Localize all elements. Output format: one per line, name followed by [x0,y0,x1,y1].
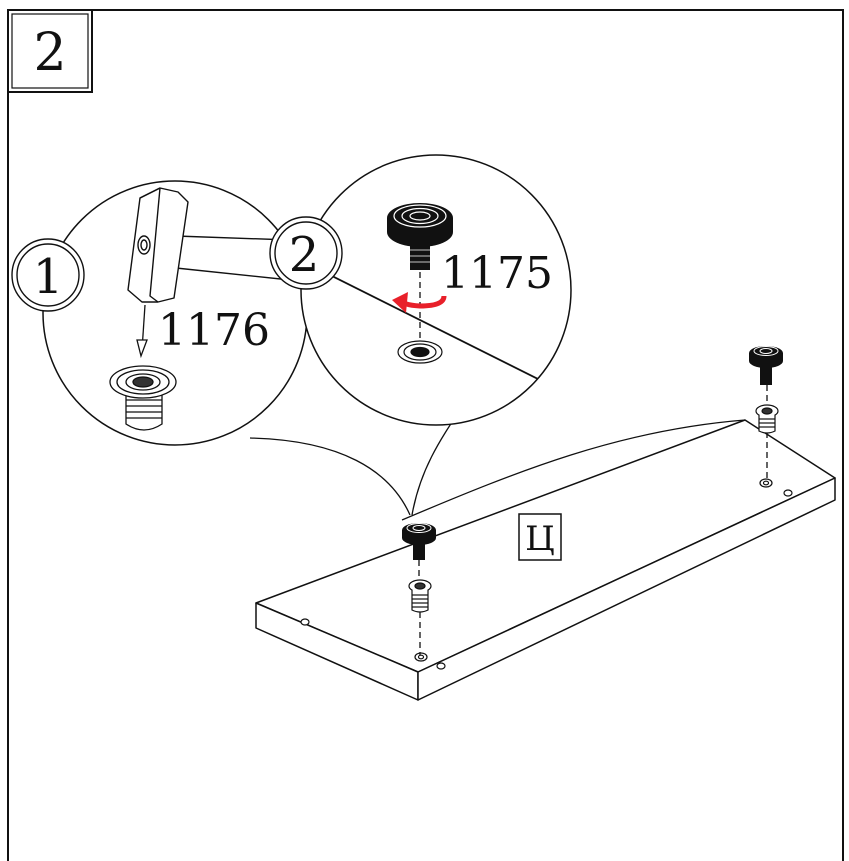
detail-circle-2: 2 1175 [269,154,572,426]
page-frame [7,9,844,861]
step-number: 2 [33,23,66,83]
hammer-icon [127,187,291,303]
threaded-insert-icon [408,579,432,613]
rotate-arrow-icon [392,292,447,313]
leveling-foot-icon [402,523,436,560]
detail-leader-lines [249,409,461,516]
leveling-foot-icon [749,346,783,385]
leveling-foot-icon [387,203,453,270]
detail-number-2: 2 [289,227,320,283]
threaded-insert-icon [755,404,779,434]
assembly-dashed-lines [418,385,768,655]
down-arrow [136,304,148,359]
threaded-insert-icon [397,340,443,364]
detail-circle-1: 1 1176 [11,180,308,446]
panel-label: Ц [525,519,555,559]
part-number-1175: 1175 [441,248,553,299]
detail-number-1: 1 [33,249,64,305]
panel-edge-line [301,259,571,401]
part-number-1176: 1176 [158,305,270,356]
step-number-box: 2 [7,9,93,93]
panel-label-box: Ц [518,513,562,561]
threaded-insert-icon [109,365,177,431]
